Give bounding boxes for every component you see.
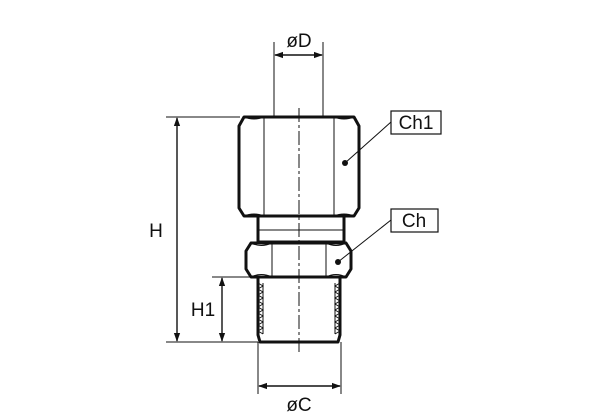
dimension-diameter-c: øC [257,342,342,416]
callout-lower-hex-label: Ch [402,211,426,232]
dimension-height-total: H [149,116,258,343]
callout-upper-hex: Ch1 [342,110,442,166]
neck [256,214,346,244]
dimension-diameter-d: øD [273,31,324,117]
height-total-label: H [149,221,163,242]
height-thread-label: H1 [191,300,215,321]
diameter-c-label: øC [286,395,311,416]
callout-lower-hex: Ch [335,208,439,265]
diameter-d-label: øD [286,31,311,52]
callout-upper-hex-label: Ch1 [399,113,434,134]
dimension-height-thread: H1 [191,276,257,342]
